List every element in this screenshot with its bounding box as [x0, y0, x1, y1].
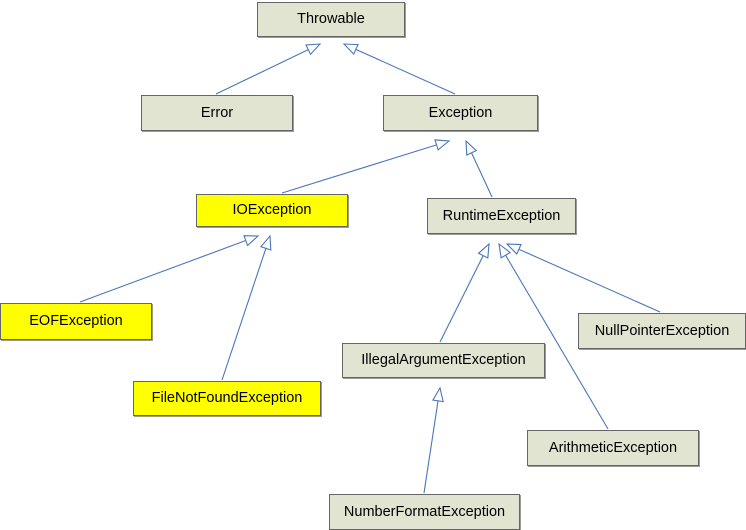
- class-node-nullpointerexception[interactable]: NullPointerException: [578, 313, 746, 349]
- generalization-arrowhead-icon: [432, 386, 444, 403]
- edge-line: [221, 248, 267, 381]
- class-node-label: NullPointerException: [594, 322, 730, 339]
- class-node-error[interactable]: Error: [141, 95, 293, 131]
- class-node-label: ArithmeticException: [548, 439, 678, 456]
- inheritance-arrow: [281, 139, 451, 194]
- inheritance-arrow: [342, 43, 456, 95]
- edge-line: [355, 48, 456, 95]
- edge-line: [439, 255, 484, 343]
- class-node-label: IllegalArgumentException: [361, 352, 526, 369]
- inheritance-arrow: [465, 139, 493, 198]
- generalization-arrowhead-icon: [498, 242, 512, 259]
- class-node-arithmeticexception[interactable]: ArithmeticException: [527, 430, 699, 466]
- class-node-label: Exception: [428, 104, 493, 121]
- generalization-arrowhead-icon: [505, 243, 522, 255]
- generalization-arrowhead-icon: [477, 242, 490, 259]
- class-node-label: EOFException: [29, 313, 123, 330]
- edge-line: [281, 144, 437, 194]
- edge-line: [79, 240, 247, 303]
- class-node-throwable[interactable]: Throwable: [257, 2, 405, 37]
- inheritance-arrow: [439, 242, 490, 343]
- class-node-filenotfoundexception[interactable]: FileNotFoundException: [133, 381, 321, 416]
- class-node-label: FileNotFoundException: [151, 390, 303, 407]
- inheritance-arrow: [79, 235, 260, 303]
- inheritance-arrow: [423, 386, 444, 494]
- class-node-label: NumberFormatException: [343, 503, 506, 520]
- generalization-arrowhead-icon: [465, 139, 478, 156]
- edge-line: [423, 400, 439, 494]
- inheritance-arrow: [498, 242, 609, 430]
- edge-line: [505, 254, 609, 430]
- generalization-arrowhead-icon: [243, 235, 260, 247]
- class-node-ioexception[interactable]: IOException: [196, 194, 348, 227]
- edge-line: [215, 49, 309, 95]
- edge-line: [470, 152, 493, 198]
- generalization-arrowhead-icon: [434, 139, 451, 151]
- edge-line: [518, 248, 661, 313]
- class-node-runtimeexception[interactable]: RuntimeException: [427, 198, 576, 234]
- class-node-illegalargumentexception[interactable]: IllegalArgumentException: [342, 343, 545, 378]
- generalization-arrowhead-icon: [260, 234, 272, 251]
- class-node-exception[interactable]: Exception: [383, 95, 538, 131]
- class-node-label: Error: [200, 104, 234, 121]
- inheritance-arrow: [221, 234, 272, 381]
- class-node-label: Throwable: [297, 11, 365, 28]
- class-node-label: IOException: [232, 202, 312, 219]
- class-node-numberformatexception[interactable]: NumberFormatException: [329, 494, 520, 530]
- inheritance-arrow: [505, 243, 661, 313]
- class-node-eofexception[interactable]: EOFException: [0, 303, 152, 340]
- inheritance-arrow: [215, 43, 322, 95]
- generalization-arrowhead-icon: [342, 43, 359, 56]
- class-node-label: RuntimeException: [442, 207, 561, 224]
- generalization-arrowhead-icon: [305, 43, 322, 56]
